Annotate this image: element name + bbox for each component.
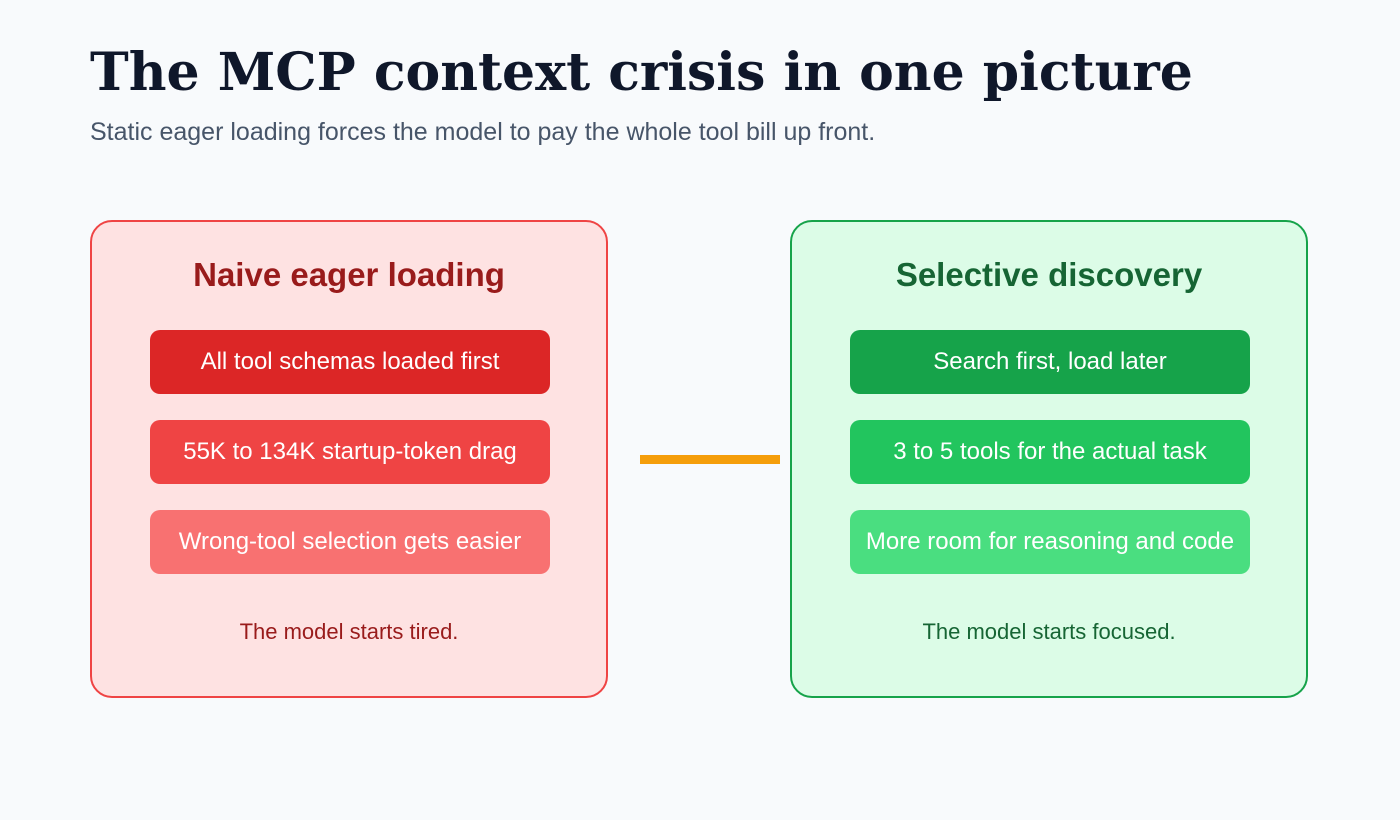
panel-item: More room for reasoning and code — [850, 510, 1250, 574]
panel-title: Naive eager loading — [193, 256, 505, 293]
panel-title: Selective discovery — [895, 256, 1203, 293]
panel-item: All tool schemas loaded first — [150, 330, 550, 394]
panel-footer: The model starts focused. — [922, 619, 1176, 644]
page-title: The MCP context crisis in one picture — [90, 42, 1193, 103]
panel-item: 55K to 134K startup-token drag — [150, 420, 550, 484]
panel-item: Wrong-tool selection gets easier — [150, 510, 550, 574]
panel-item: 3 to 5 tools for the actual task — [850, 420, 1250, 484]
page-subtitle: Static eager loading forces the model to… — [90, 118, 876, 146]
panel-item: Search first, load later — [850, 330, 1250, 394]
panel-selective-discovery: Selective discovery Search first, load l… — [790, 220, 1308, 698]
panel-naive-eager-loading: Naive eager loading All tool schemas loa… — [90, 220, 608, 698]
connector-line — [640, 455, 780, 464]
panel-footer: The model starts tired. — [239, 619, 459, 644]
